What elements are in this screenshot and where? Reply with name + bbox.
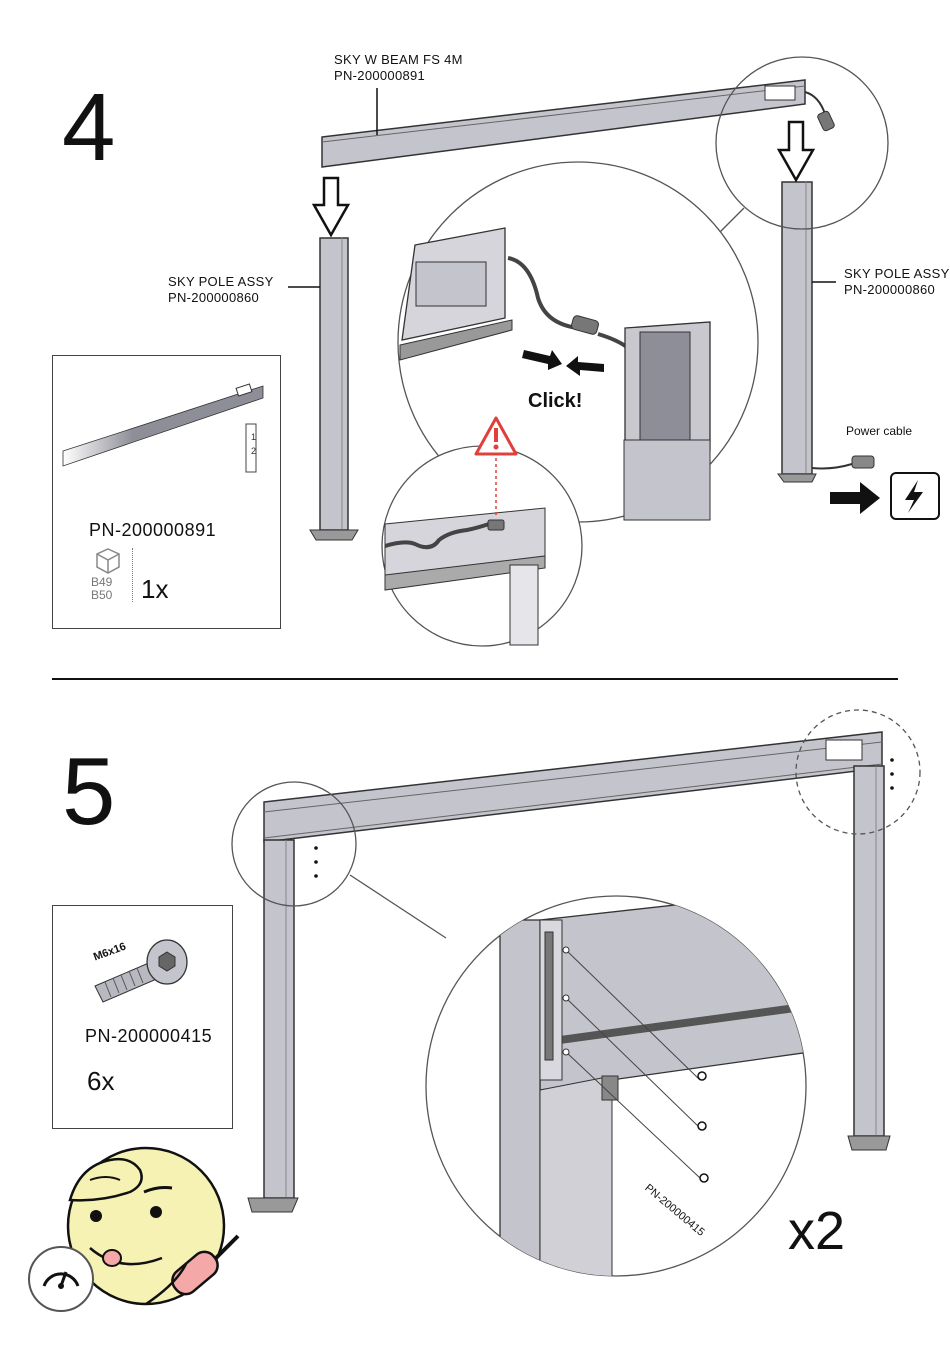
arrow-right-icon	[830, 482, 880, 514]
part-quantity: 1x	[141, 574, 168, 605]
box-codes: B49 B50	[91, 576, 112, 602]
right-pole-callout: SKY POLE ASSY PN-200000860	[844, 266, 950, 298]
arrow-down-right-icon	[779, 122, 813, 180]
screw-part-drawing	[53, 906, 234, 1006]
part-pn: PN-200000891	[89, 520, 216, 541]
beam-drawing	[322, 80, 835, 167]
lightning-icon	[891, 473, 939, 519]
difficulty-gauge-icon	[26, 1244, 96, 1314]
beam-callout: SKY W BEAM FS 4M PN-200000891	[334, 52, 463, 84]
left-pole-callout: SKY POLE ASSY PN-200000860	[168, 274, 274, 306]
arrow-down-left-icon	[314, 178, 348, 235]
box-divider	[132, 548, 133, 602]
frame-beam-drawing	[264, 732, 882, 842]
beam-part-drawing	[53, 356, 282, 506]
step-4-part-box: 1 2 PN-200000891 B49 B50 1x	[52, 355, 281, 629]
right-pole-name: SKY POLE ASSY	[844, 266, 950, 282]
screw-pn: PN-200000415	[85, 1026, 212, 1047]
repeat-count: x2	[788, 1200, 845, 1262]
beam-pn: PN-200000891	[334, 68, 463, 84]
left-pole-name: SKY POLE ASSY	[168, 274, 274, 290]
screw-quantity: 6x	[87, 1066, 114, 1097]
ruler-marks: 1 2	[251, 430, 256, 458]
package-icon	[93, 546, 123, 576]
step-5-part-box: M6x16 PN-200000415 6x	[52, 905, 233, 1129]
right-pole-pn: PN-200000860	[844, 282, 950, 298]
click-label: Click!	[528, 390, 582, 413]
beam-name: SKY W BEAM FS 4M	[334, 52, 463, 68]
power-cable-label: Power cable	[846, 424, 912, 438]
left-pole-drawing	[310, 238, 358, 540]
left-pole-pn: PN-200000860	[168, 290, 274, 306]
frame-right-leg-drawing	[848, 766, 890, 1150]
